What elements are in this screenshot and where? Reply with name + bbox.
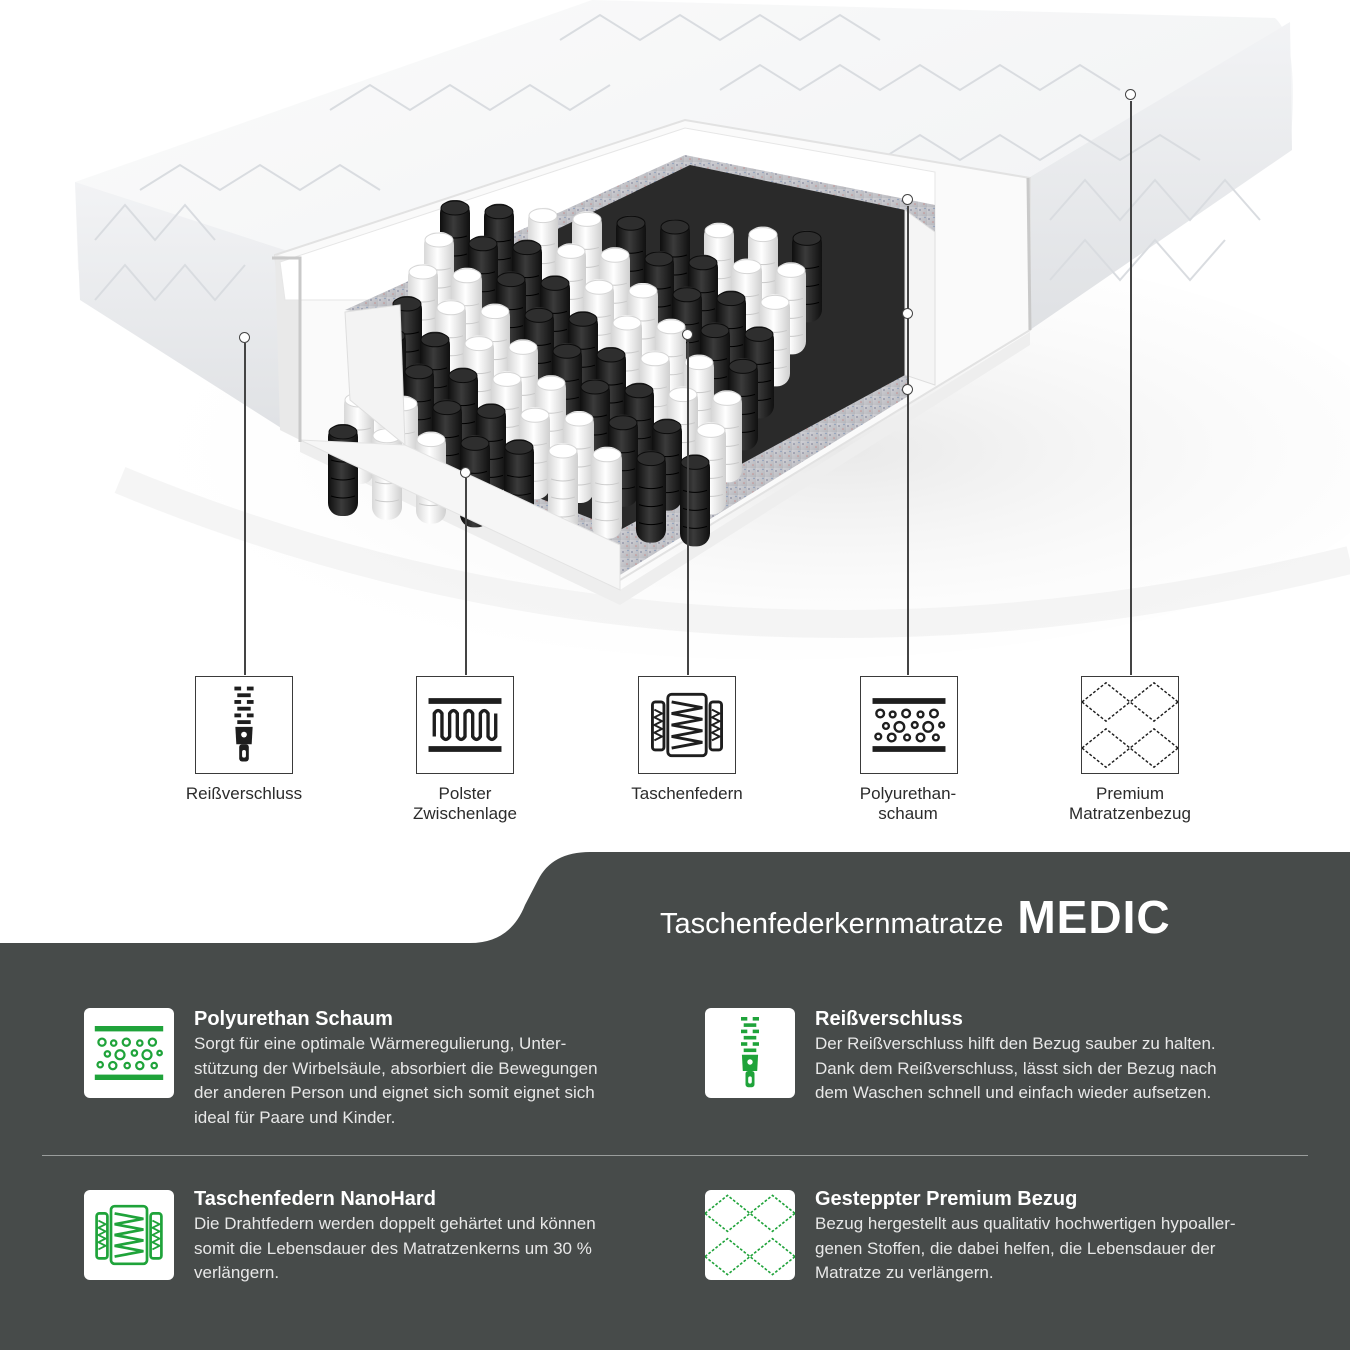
pocket-spring bbox=[636, 450, 666, 543]
feature-label-pocket-springs: Taschenfedern bbox=[631, 784, 743, 803]
product-name: MEDIC bbox=[1017, 891, 1171, 943]
card-title-foam: Polyurethan Schaum bbox=[194, 1008, 393, 1030]
feature-pocket-springs-icon bbox=[638, 676, 736, 774]
mattress-illustration bbox=[75, 0, 1350, 660]
card-title-pocket-springs: Taschenfedern NanoHard bbox=[194, 1188, 436, 1210]
feature-label-foam: Polyurethan- schaum bbox=[859, 784, 957, 823]
card-quilted-cover-icon bbox=[705, 1190, 795, 1280]
callout-dot-foam-mid bbox=[902, 308, 913, 319]
callout-dot-foam-top bbox=[902, 194, 913, 205]
leader-line-zipper bbox=[244, 343, 246, 675]
leader-line-springs bbox=[687, 342, 689, 675]
feature-zipper-icon bbox=[195, 676, 293, 774]
card-text-zipper: Der Reißverschluss hilft den Bezug saube… bbox=[815, 1034, 1217, 1102]
product-type: Taschenfederkernmatratze bbox=[660, 908, 1004, 940]
feature-label-padding-layer: Polster Zwischenlage bbox=[413, 784, 517, 823]
callout-dot-padding bbox=[460, 467, 471, 478]
callout-dot-zipper bbox=[239, 332, 250, 343]
callout-dot-cover bbox=[1125, 89, 1136, 100]
callout-dot-foam-bottom bbox=[902, 384, 913, 395]
leader-line-padding bbox=[465, 478, 467, 675]
leader-line-foam bbox=[907, 206, 909, 675]
feature-foam-icon bbox=[860, 676, 958, 774]
card-zipper-icon bbox=[705, 1008, 795, 1098]
callout-dot-springs bbox=[682, 329, 693, 340]
card-text-quilted-cover: Bezug hergestellt aus qualitativ hochwer… bbox=[815, 1214, 1236, 1282]
feature-padding-layer-icon bbox=[416, 676, 514, 774]
feature-label-zipper: Reißverschluss bbox=[185, 784, 303, 803]
card-text-foam: Sorgt für eine optimale Wärmeregulierung… bbox=[194, 1034, 598, 1127]
pocket-spring bbox=[548, 443, 578, 535]
pocket-spring bbox=[592, 446, 622, 539]
card-foam-icon bbox=[84, 1008, 174, 1098]
section-divider bbox=[42, 1155, 1308, 1156]
card-title-quilted-cover: Gesteppter Premium Bezug bbox=[815, 1188, 1078, 1210]
product-title: Taschenfederkernmatratze MEDIC bbox=[660, 890, 1171, 944]
card-pocket-springs-icon bbox=[84, 1190, 174, 1280]
card-title-zipper: Reißverschluss bbox=[815, 1008, 963, 1030]
leader-line-cover bbox=[1130, 101, 1132, 675]
feature-quilted-cover-icon bbox=[1081, 676, 1179, 774]
feature-label-quilted-cover: Premium Matratzenbezug bbox=[1069, 784, 1191, 823]
card-text-pocket-springs: Die Drahtfedern werden doppelt gehärtet … bbox=[194, 1214, 596, 1282]
